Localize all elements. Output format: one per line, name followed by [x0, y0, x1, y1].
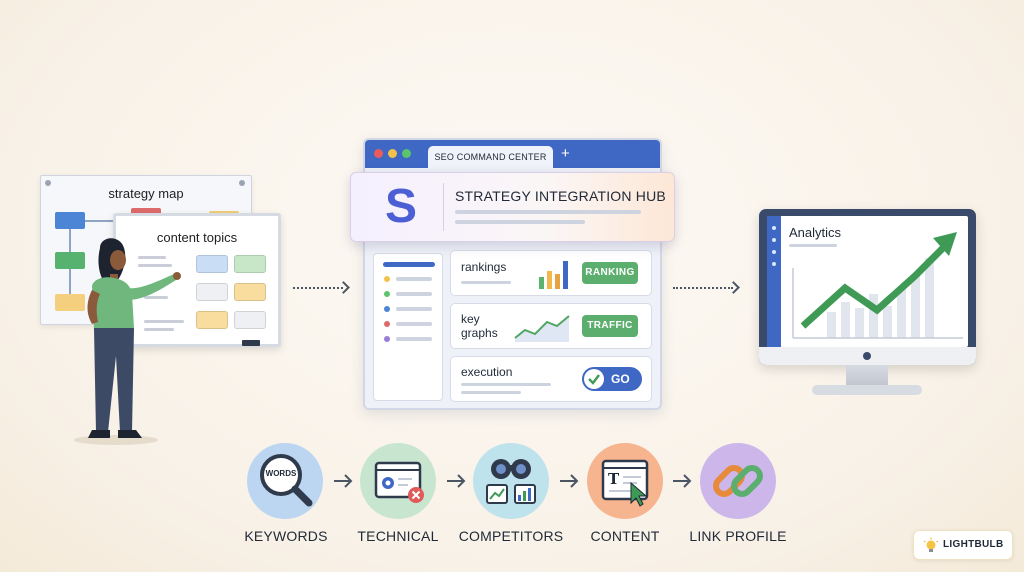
technical-label: TECHNICAL	[357, 528, 439, 544]
pin-icon	[239, 180, 245, 186]
competitors-label: COMPETITORS	[458, 528, 564, 544]
execution-panel[interactable]: execution GO	[450, 356, 652, 402]
key-graphs-label: key graphs	[461, 312, 498, 340]
go-toggle[interactable]: GO	[582, 367, 642, 391]
marker-tray	[242, 340, 260, 346]
topic-card	[234, 255, 266, 273]
content-step[interactable]: T	[587, 443, 663, 519]
growth-chart-icon	[792, 232, 963, 339]
map-node	[55, 294, 85, 311]
settings-window-icon	[374, 461, 424, 503]
traffic-button[interactable]: TRAFFIC	[582, 315, 638, 337]
competitors-step[interactable]	[473, 443, 549, 519]
close-window-icon[interactable]	[374, 149, 383, 158]
sidebar-item-dot[interactable]	[384, 321, 390, 327]
sidebar-item-dot[interactable]	[384, 306, 390, 312]
sidebar-item-dot[interactable]	[384, 291, 390, 297]
technical-step[interactable]	[360, 443, 436, 519]
topic-card	[234, 311, 266, 329]
key-graphs-panel[interactable]: key graphs TRAFFIC	[450, 303, 652, 349]
hub-title: STRATEGY INTEGRATION HUB	[455, 188, 666, 204]
sidebar-item-dot[interactable]	[384, 336, 390, 342]
monitor-base	[812, 385, 922, 395]
topic-card	[234, 283, 266, 301]
new-tab-plus-icon[interactable]: +	[561, 145, 570, 162]
link-profile-label: LINK PROFILE	[689, 528, 787, 544]
dashboard-sidebar	[373, 253, 443, 401]
rankings-label: rankings	[461, 260, 507, 274]
browser-tab-bar: SEO COMMAND CENTER +	[365, 140, 660, 168]
topic-card	[196, 255, 228, 273]
content-topics-title: content topics	[156, 230, 238, 245]
analytics-screen: Analytics	[767, 216, 968, 347]
hub-logo: S	[384, 180, 417, 233]
sidebar-header-bar	[383, 262, 435, 267]
arrow-right-icon	[727, 281, 740, 294]
topic-card	[196, 283, 228, 301]
monitor-stand	[846, 365, 888, 387]
arrow-right-icon	[673, 474, 692, 488]
arrow-right-icon	[447, 474, 466, 488]
check-icon	[584, 369, 604, 389]
strategy-integration-hub: S STRATEGY INTEGRATION HUB	[350, 172, 675, 242]
maximize-window-icon[interactable]	[402, 149, 411, 158]
arrow-right-icon	[334, 474, 353, 488]
camera-icon	[863, 352, 871, 360]
text-editor-icon	[601, 459, 649, 507]
line-graph-icon	[514, 315, 570, 342]
keywords-label: KEYWORDS	[244, 528, 328, 544]
magnifier-icon	[260, 454, 313, 507]
ranking-button[interactable]: RANKING	[582, 262, 638, 284]
arrow-right-icon	[560, 474, 579, 488]
arrow-right-icon	[337, 281, 350, 294]
link-profile-step[interactable]	[700, 443, 776, 519]
keywords-step[interactable]: WORDS	[247, 443, 323, 519]
go-label: GO	[611, 372, 630, 386]
execution-label: execution	[461, 365, 513, 379]
lightbulb-icon	[923, 537, 939, 552]
chain-link-icon	[713, 465, 763, 497]
tab-seo-command-center[interactable]: SEO COMMAND CENTER	[428, 146, 553, 168]
analytics-title: Analytics	[789, 225, 842, 240]
rankings-panel[interactable]: rankings RANKING	[450, 250, 652, 296]
keyword-words-text: WORDS	[265, 469, 297, 478]
binoculars-icon	[486, 459, 536, 504]
bar-chart-icon	[539, 261, 568, 289]
map-node	[55, 212, 85, 229]
strategy-map-title: strategy map	[108, 186, 184, 201]
lightbulb-badge: LIGHTBULB	[913, 530, 1013, 560]
map-node	[55, 252, 85, 269]
monitor-sidebar	[767, 216, 781, 347]
minimize-window-icon[interactable]	[388, 149, 397, 158]
content-t-glyph: T	[608, 470, 620, 488]
topic-card	[196, 311, 228, 329]
sidebar-item-dot[interactable]	[384, 276, 390, 282]
analytics-monitor: Analytics	[759, 209, 976, 365]
lightbulb-badge-text: LIGHTBULB	[943, 539, 1004, 550]
presenter-person-illustration	[74, 238, 181, 445]
content-label: CONTENT	[590, 528, 660, 544]
pin-icon	[45, 180, 51, 186]
